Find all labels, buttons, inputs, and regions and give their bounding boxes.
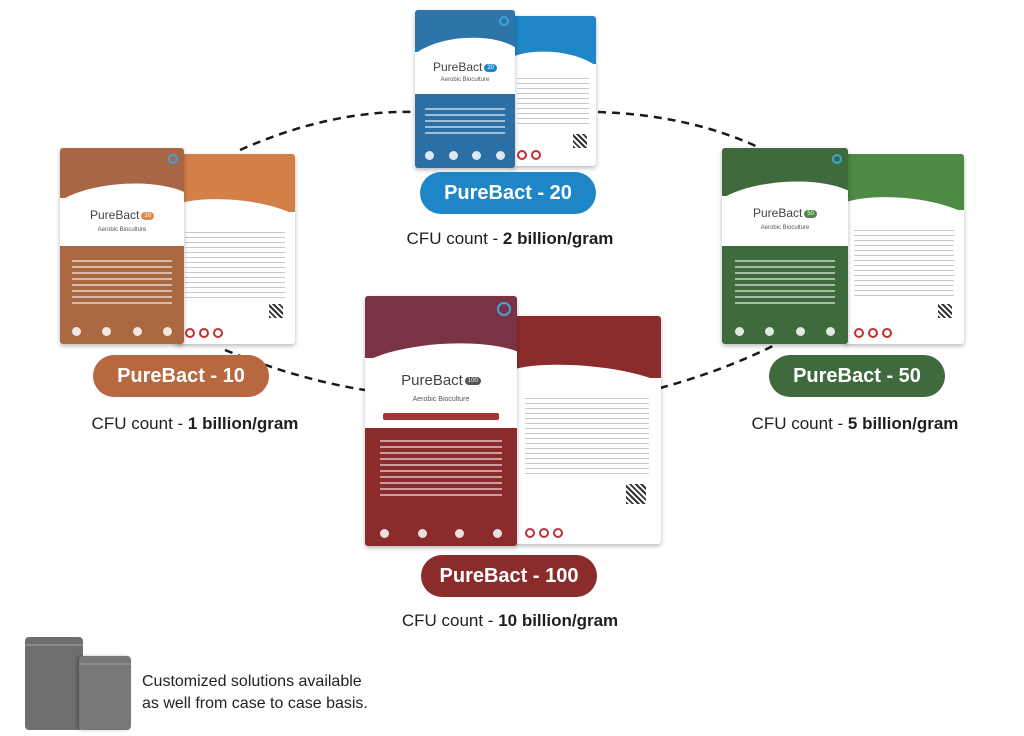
label-purebact-20: PureBact - 20 <box>420 172 596 214</box>
label-text: PureBact - 10 <box>117 364 245 387</box>
custom-bag-small <box>79 656 131 730</box>
custom-line-2: as well from case to case basis. <box>142 695 368 712</box>
label-text: PureBact - 50 <box>793 364 921 387</box>
cfu-prefix: CFU count - <box>401 611 499 630</box>
custom-bag-large <box>25 637 83 730</box>
cfu-value: 1 billion/gram <box>187 414 299 433</box>
pouch-chip: 50 <box>804 209 818 218</box>
cfu-purebact-100: CFU count - 10 billion/gram <box>375 611 645 631</box>
cfu-prefix: CFU count - <box>91 414 188 433</box>
pouch-brand: PureBact <box>89 208 140 222</box>
pouch-sub: Aerobic Bioculture <box>760 225 810 231</box>
pouch-brand: PureBact <box>432 60 483 74</box>
pouch-brand: PureBact <box>401 372 463 389</box>
cfu-purebact-20: CFU count - 2 billion/gram <box>380 229 640 249</box>
cfu-prefix: CFU count - <box>406 229 503 248</box>
pouch-back <box>510 16 596 166</box>
cfu-prefix: CFU count - <box>751 414 848 433</box>
pouch-sub: Aerobic Bioculture <box>412 396 470 403</box>
pouch-chip: 20 <box>484 63 498 72</box>
pouch-sub: Aerobic Bioculture <box>97 227 147 233</box>
cfu-purebact-10: CFU count - 1 billion/gram <box>60 414 330 434</box>
label-purebact-50: PureBact - 50 <box>769 355 945 397</box>
brand-logo-icon <box>832 154 842 164</box>
cfu-value: 10 billion/gram <box>498 611 619 630</box>
cfu-purebact-50: CFU count - 5 billion/gram <box>720 414 990 434</box>
label-purebact-10: PureBact - 10 <box>93 355 269 397</box>
connector-top-right <box>597 110 761 150</box>
brand-logo-icon <box>497 302 511 316</box>
cfu-value: 2 billion/gram <box>502 229 614 248</box>
cfu-value: 5 billion/gram <box>847 414 959 433</box>
pouch-sub: Aerobic Bioculture <box>440 77 490 83</box>
pouch-chip: 10 <box>141 211 155 220</box>
pouch-back <box>513 316 661 544</box>
pouch-chip: 100 <box>464 377 481 386</box>
brand-logo-icon <box>499 16 509 26</box>
pouch-back <box>844 154 964 344</box>
custom-line-1: Customized solutions available <box>142 673 362 690</box>
connector-bottom-right <box>659 343 776 390</box>
pouch-brand: PureBact <box>752 206 803 220</box>
label-purebact-100: PureBact - 100 <box>421 555 597 597</box>
connector-top-left <box>239 110 416 152</box>
label-text: PureBact - 100 <box>439 564 579 587</box>
brand-logo-icon <box>168 154 178 164</box>
custom-solutions-text: Customized solutions available as well f… <box>142 671 422 715</box>
pouch-back <box>175 154 295 344</box>
label-text: PureBact - 20 <box>444 181 572 204</box>
